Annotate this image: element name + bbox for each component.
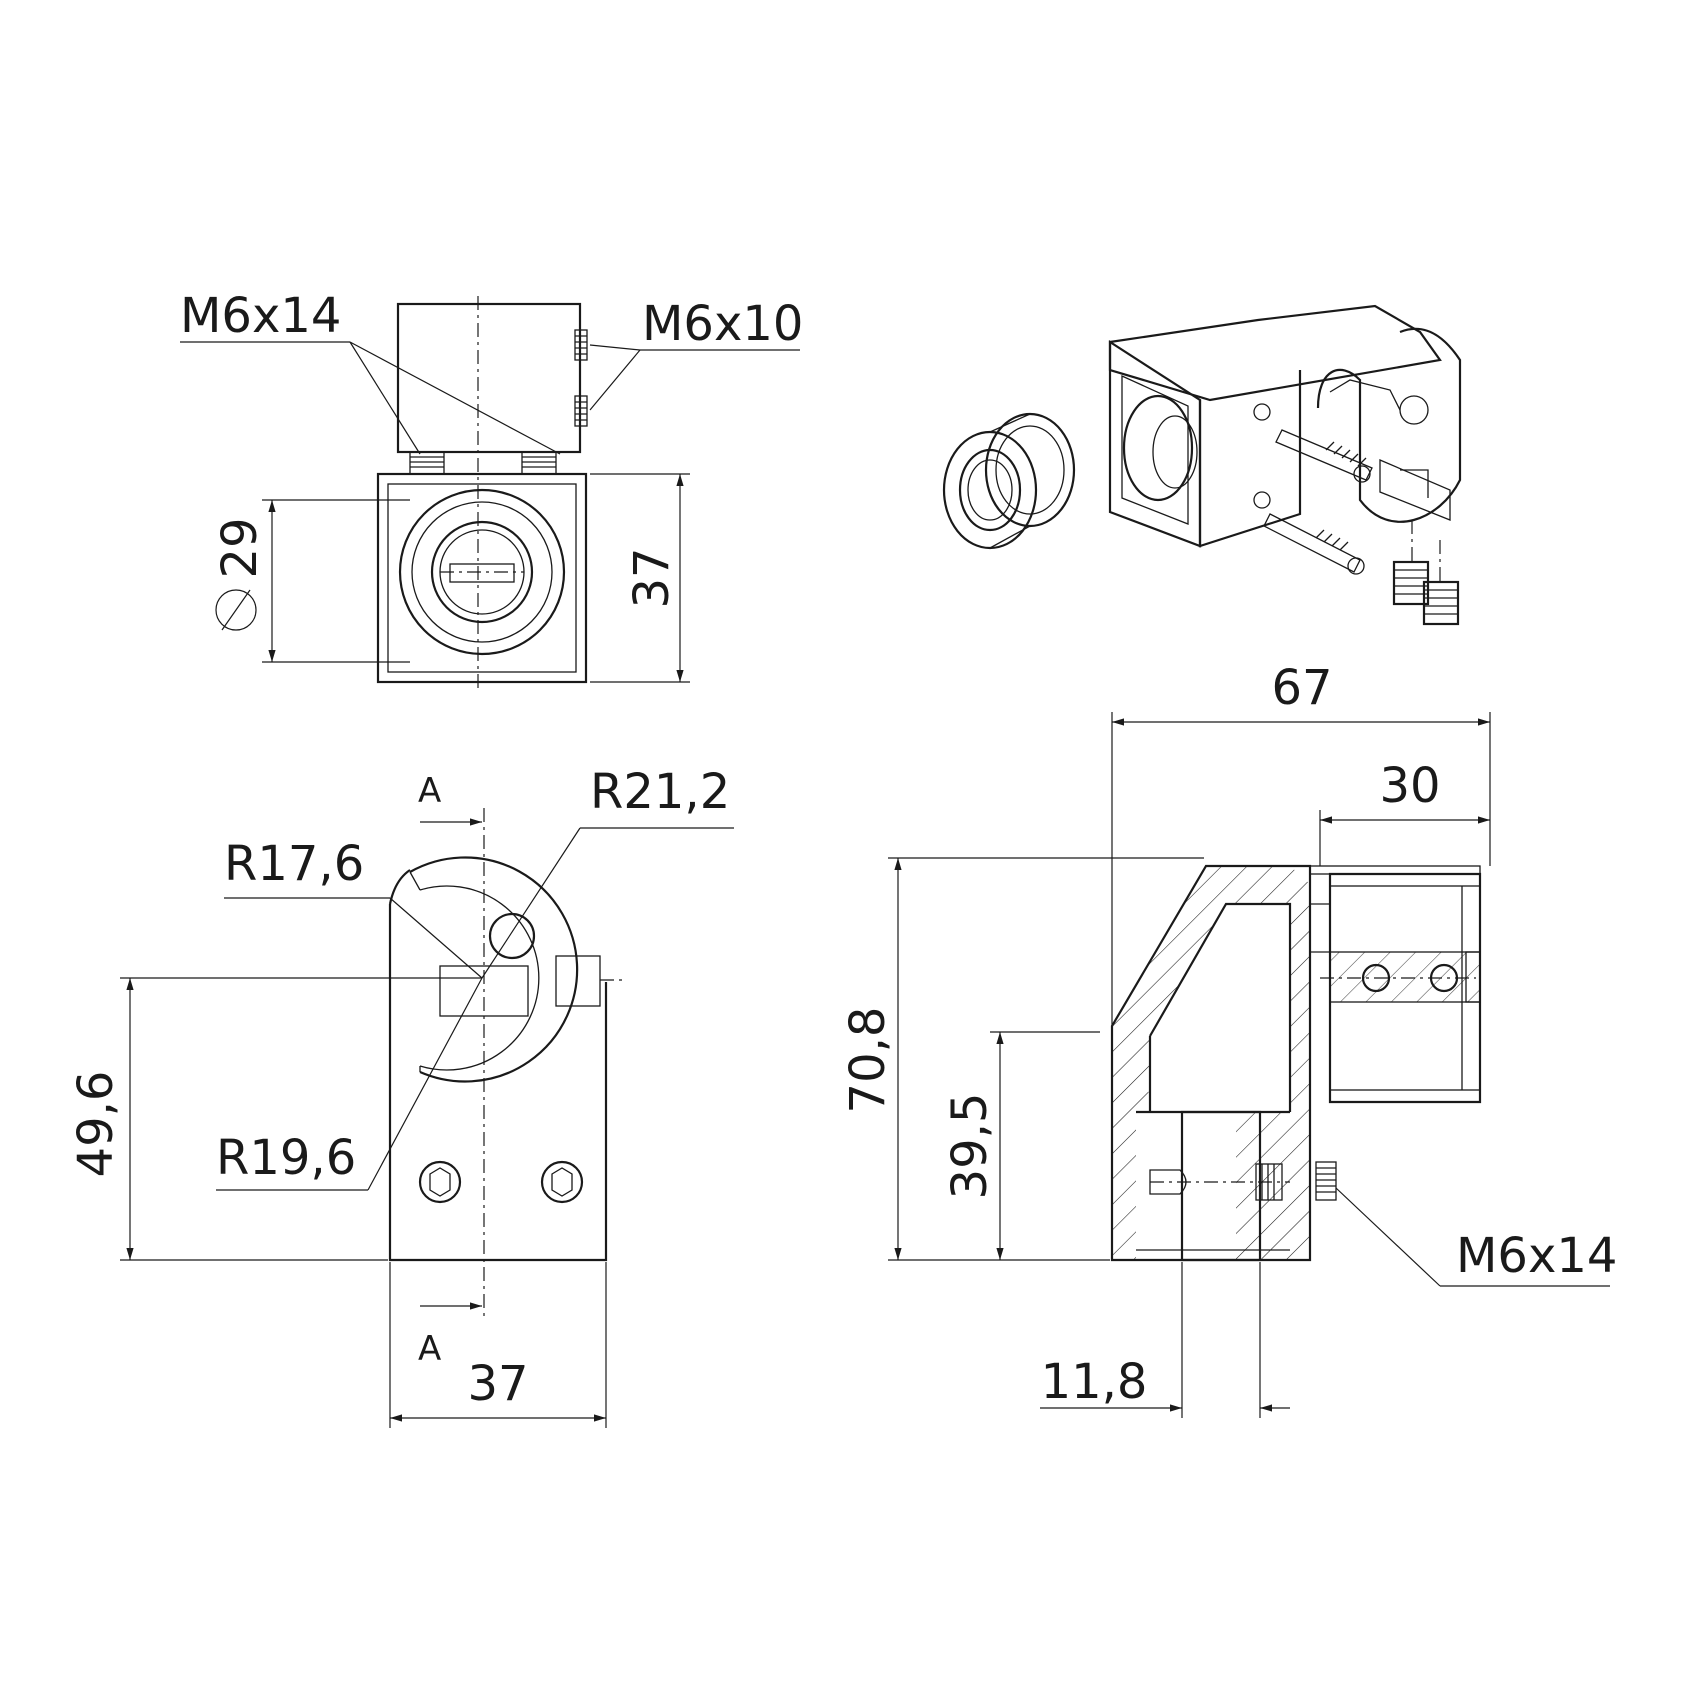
label-section-bottom: A — [418, 1329, 441, 1369]
section-setscrew-icon — [1315, 1161, 1337, 1201]
label-section-total-height: 70,8 — [840, 1007, 896, 1114]
label-top-diameter: 29 — [212, 517, 268, 578]
label-top-height: 37 — [624, 547, 680, 608]
side-setscrew-icon — [574, 329, 588, 427]
label-section-total-width: 67 — [1271, 660, 1332, 716]
pin-icon — [1263, 429, 1373, 575]
hex-bolt-icon — [418, 1160, 584, 1204]
setscrew-icon — [1392, 520, 1460, 626]
front-view: A A R21,2 R17,6 R19,6 49,6 37 — [68, 764, 734, 1428]
front-view-outer-arc — [409, 856, 579, 1083]
label-top-m6x14: M6x14 — [180, 288, 341, 344]
label-section-bore: 11,8 — [1041, 1354, 1148, 1410]
label-front-height: 49,6 — [68, 1071, 124, 1178]
label-section-top: A — [418, 771, 441, 811]
roller-icon — [942, 412, 1076, 550]
front-view-body — [388, 904, 608, 1262]
top-setscrew-icon — [409, 451, 557, 475]
label-r21-2: R21,2 — [590, 764, 730, 820]
label-front-width: 37 — [467, 1356, 528, 1412]
section-view: M6x14 67 30 70,8 39,5 11,8 — [840, 660, 1617, 1418]
label-r17-6: R17,6 — [224, 836, 364, 892]
diameter-symbol-icon — [215, 589, 257, 631]
body-top-face — [1108, 304, 1442, 402]
isometric-view — [942, 304, 1462, 626]
top-view: M6x14 M6x10 29 37 — [180, 288, 803, 690]
label-section-m6x14: M6x14 — [1456, 1228, 1617, 1284]
top-view-body — [376, 472, 588, 684]
label-section-lower-height: 39,5 — [942, 1093, 998, 1200]
top-view-outer-circle — [398, 488, 566, 656]
label-r19-6: R19,6 — [216, 1130, 356, 1186]
top-view-tube — [396, 302, 582, 454]
label-top-m6x10: M6x10 — [642, 296, 803, 352]
label-section-tube-width: 30 — [1379, 758, 1440, 814]
top-view-body-inner — [387, 483, 577, 673]
